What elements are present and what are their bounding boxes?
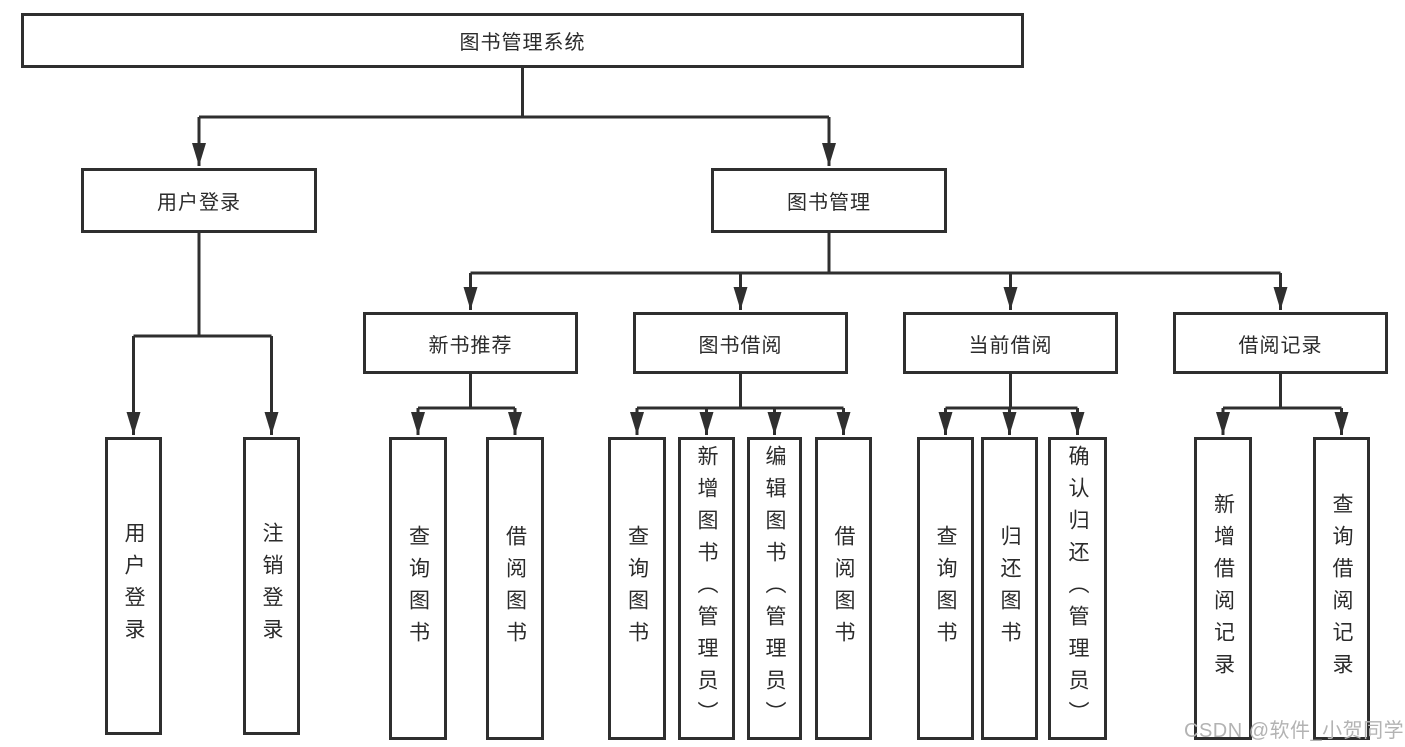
node-user-login: 用户登录 bbox=[81, 168, 317, 233]
node-book-management-label: 图书管理 bbox=[787, 192, 871, 214]
node-book-management: 图书管理 bbox=[711, 168, 947, 233]
leaf-query-books-recommend: 查询图书 bbox=[389, 437, 447, 740]
leaf-add-borrow-record: 新增借阅记录 bbox=[1194, 437, 1252, 740]
leaf-add-borrow-record-label: 新增借阅记录 bbox=[1211, 492, 1235, 685]
leaf-user-login-label: 用户登录 bbox=[122, 522, 145, 650]
leaf-confirm-return-admin: 确认归还（管理员） bbox=[1048, 437, 1107, 740]
connector-book-borrow-branch bbox=[630, 374, 851, 435]
connector-user-login-branch bbox=[126, 233, 279, 435]
node-current-borrowing-label: 当前借阅 bbox=[968, 334, 1053, 357]
node-library-management-system: 图书管理系统 bbox=[21, 13, 1024, 68]
leaf-confirm-return-admin-label: 确认归还（管理员） bbox=[1066, 444, 1089, 733]
leaf-add-books-admin: 新增图书（管理员） bbox=[678, 437, 735, 740]
leaf-logout-label: 注销登录 bbox=[260, 522, 283, 650]
leaf-query-borrow-record: 查询借阅记录 bbox=[1313, 437, 1370, 740]
leaf-return-books-label: 归还图书 bbox=[998, 524, 1021, 653]
leaf-query-books-borrowing-label: 查询图书 bbox=[625, 524, 649, 653]
leaf-query-books-recommend-label: 查询图书 bbox=[406, 524, 430, 653]
leaf-edit-books-admin-label: 编辑图书（管理员） bbox=[763, 444, 786, 733]
leaf-borrow-books-borrowing: 借阅图书 bbox=[815, 437, 872, 740]
leaf-return-books: 归还图书 bbox=[981, 437, 1038, 740]
node-library-management-system-label: 图书管理系统 bbox=[459, 32, 586, 54]
leaf-query-borrow-record-label: 查询借阅记录 bbox=[1330, 492, 1353, 685]
node-borrowing-records-label: 借阅记录 bbox=[1238, 334, 1323, 357]
leaf-borrow-books-borrowing-label: 借阅图书 bbox=[832, 524, 855, 653]
node-book-borrowing-label: 图书借阅 bbox=[698, 334, 783, 357]
leaf-borrow-books-recommend-label: 借阅图书 bbox=[503, 524, 527, 653]
node-current-borrowing: 当前借阅 bbox=[903, 312, 1118, 374]
connector-root-to-level2 bbox=[192, 68, 836, 166]
leaf-query-books-current: 查询图书 bbox=[917, 437, 974, 740]
connector-current-borrow-branch bbox=[938, 374, 1085, 435]
node-user-login-label: 用户登录 bbox=[157, 192, 241, 214]
connector-new-book-branch bbox=[411, 374, 522, 435]
node-book-borrowing: 图书借阅 bbox=[633, 312, 848, 374]
leaf-query-books-borrowing: 查询图书 bbox=[608, 437, 666, 740]
leaf-logout: 注销登录 bbox=[243, 437, 300, 735]
csdn-watermark: CSDN @软件_小贺同学 bbox=[1184, 720, 1405, 742]
leaf-borrow-books-recommend: 借阅图书 bbox=[486, 437, 544, 740]
leaf-edit-books-admin: 编辑图书（管理员） bbox=[747, 437, 802, 740]
leaf-query-books-current-label: 查询图书 bbox=[934, 524, 957, 653]
leaf-user-login: 用户登录 bbox=[105, 437, 162, 735]
leaf-add-books-admin-label: 新增图书（管理员） bbox=[695, 444, 718, 733]
node-borrowing-records: 借阅记录 bbox=[1173, 312, 1388, 374]
connector-book-management-branch bbox=[463, 233, 1288, 310]
node-new-book-recommendation: 新书推荐 bbox=[363, 312, 578, 374]
node-new-book-recommendation-label: 新书推荐 bbox=[428, 334, 513, 357]
connector-borrow-records-branch bbox=[1216, 374, 1349, 435]
